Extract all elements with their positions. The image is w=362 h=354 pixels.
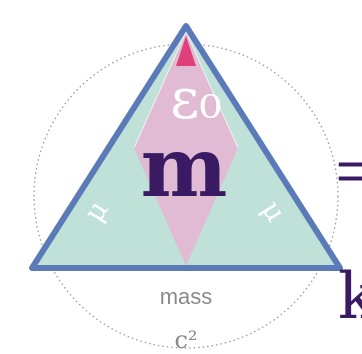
mass-caption: mass — [160, 284, 213, 309]
equals-sign: = — [336, 139, 362, 202]
mass-symbol: m — [141, 120, 228, 216]
c-squared-label: c² — [174, 326, 197, 354]
right-letter: k — [338, 260, 362, 334]
